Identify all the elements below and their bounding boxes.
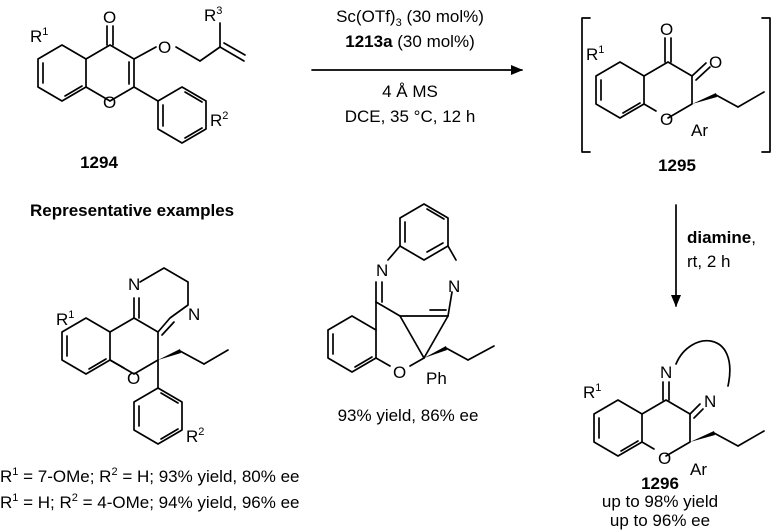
example-phenazine-structure [327, 203, 495, 373]
r2-label: R2 [186, 426, 204, 446]
compound-label-1296: 1296 [641, 474, 679, 493]
atom-n: N [448, 277, 460, 296]
condition-cocatalyst: 1213a (30 mol%) [345, 32, 474, 51]
ph-label: Ph [426, 369, 447, 388]
r2-label: R2 [210, 110, 228, 130]
ar-label: Ar [691, 121, 708, 140]
r1-label: R1 [583, 382, 601, 402]
condition-solvent-temp-time: DCE, 35 °C, 12 h [345, 107, 476, 126]
compound-1296-structure [593, 339, 765, 457]
atom-o: O [658, 449, 671, 468]
condition-sieves: 4 Å MS [382, 82, 438, 101]
atom-o: O [709, 53, 722, 72]
examples-heading: Representative examples [30, 201, 234, 220]
compound-label-1294: 1294 [80, 153, 118, 172]
example-row-1: R1 = 7-OMe; R2 = H; 93% yield, 80% ee [0, 466, 300, 486]
atom-o: O [127, 369, 140, 388]
atom-n: N [376, 261, 388, 280]
product-max-yield: up to 98% yield [602, 492, 718, 511]
atom-n: N [704, 392, 716, 411]
atom-o: O [103, 8, 116, 27]
condition-catalyst: Sc(OTf)3 (30 mol%) [336, 7, 484, 29]
atom-n: N [128, 275, 140, 294]
compound-label-1295: 1295 [658, 156, 696, 175]
r1-label: R1 [30, 26, 48, 46]
atom-o: O [158, 38, 171, 57]
r1-label: R1 [56, 309, 74, 329]
atom-o: O [660, 20, 673, 39]
example-row-2: R1 = H; R2 = 4-OMe; 94% yield, 96% ee [0, 492, 300, 512]
atom-o: O [103, 93, 116, 112]
phenazine-yield-ee: 93% yield, 86% ee [338, 406, 479, 425]
atom-n: N [188, 305, 200, 324]
example-dihydropyrazine-structure [61, 267, 229, 445]
atom-n: N [660, 363, 672, 382]
atom-o: O [660, 110, 673, 129]
r1-label: R1 [586, 44, 604, 64]
compound-1295-structure [581, 17, 771, 153]
r3-label: R3 [204, 5, 222, 25]
compound-1294-structure [37, 22, 246, 144]
product-max-ee: up to 96% ee [610, 511, 710, 530]
atom-o: O [393, 363, 406, 382]
step2-conditions: rt, 2 h [687, 252, 730, 271]
step2-reagent: diamine, [687, 228, 756, 247]
ar-label: Ar [690, 460, 707, 479]
